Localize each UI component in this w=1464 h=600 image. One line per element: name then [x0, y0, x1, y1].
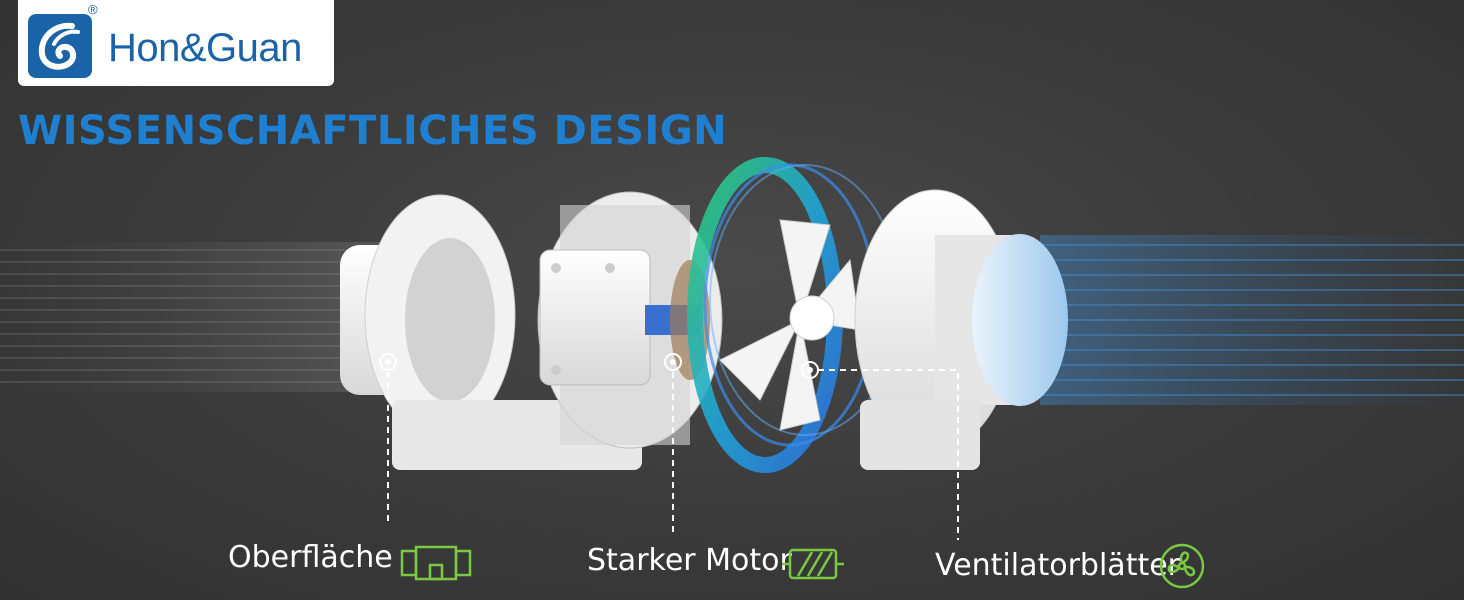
duct-outline-icon [400, 545, 472, 581]
feature-label-surface: Oberfläche [228, 540, 393, 575]
air-flow-left [0, 242, 380, 392]
feature-label-motor: Starker Motor [587, 543, 792, 578]
callout-blades [801, 361, 959, 540]
brand-name: Hon&Guan [108, 26, 302, 70]
callout-motor [664, 353, 682, 535]
feature-label-blades: Ventilatorblätter [935, 548, 1181, 583]
air-flow-right [1040, 235, 1464, 405]
brand-logo: ® Hon&Guan [18, 0, 334, 86]
motor-icon [782, 548, 844, 580]
registered-mark: ® [88, 2, 98, 17]
fan-blades [719, 219, 861, 431]
motor-housing [537, 191, 723, 449]
headline: WISSENSCHAFTLICHES DESIGN [18, 108, 728, 154]
brand-logo-icon [28, 14, 92, 78]
callout-surface [379, 353, 397, 525]
outlet-cap [854, 189, 1068, 470]
fan-blade-icon [1159, 543, 1205, 589]
